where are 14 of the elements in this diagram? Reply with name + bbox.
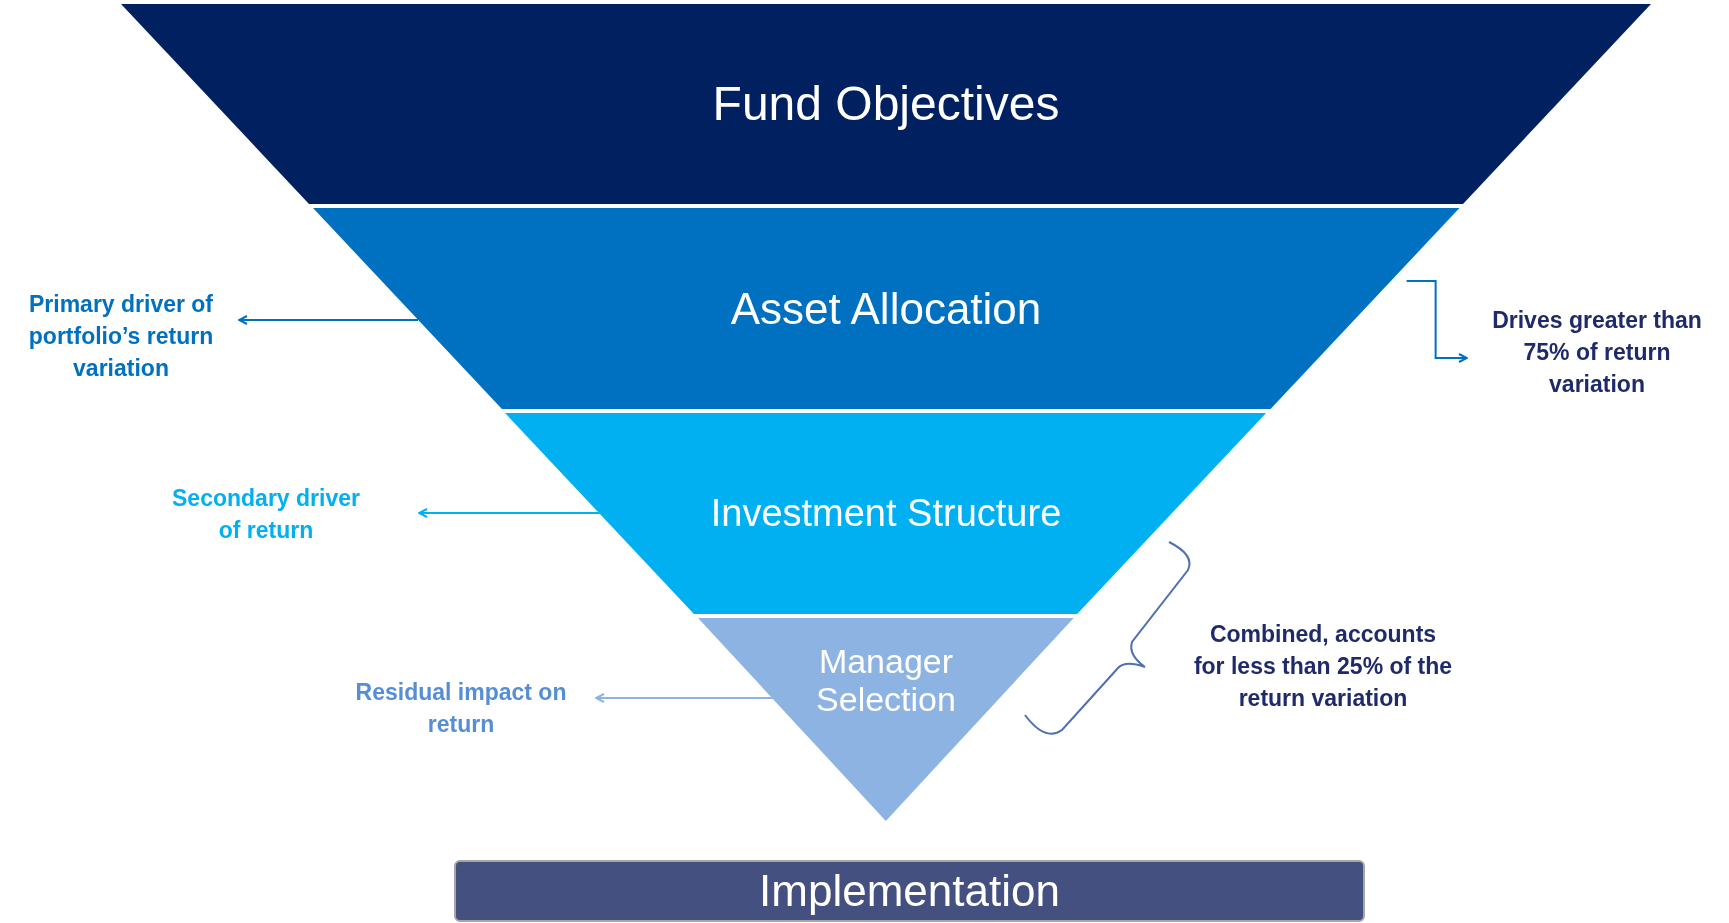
band-title: Asset Allocation — [730, 282, 1042, 335]
implementation-bar: Implementation — [454, 860, 1365, 922]
band-title: Manager Selection — [815, 641, 957, 718]
side-note: Primary driver of portfolio’s return variation — [27, 290, 215, 383]
band-title: Fund Objectives — [712, 76, 1060, 132]
side-note: Secondary driver of return — [171, 484, 361, 545]
side-note: Residual impact on return — [354, 678, 568, 739]
arrow — [238, 315, 420, 325]
brace-note: Combined, accounts for less than 25% of the return variation — [1192, 620, 1454, 713]
arrow — [1405, 280, 1468, 363]
band-title: Investment Structure — [710, 491, 1062, 536]
arrow — [595, 693, 775, 703]
arrow — [418, 508, 601, 518]
side-note: Drives greater than 75% of return variation — [1491, 306, 1703, 399]
